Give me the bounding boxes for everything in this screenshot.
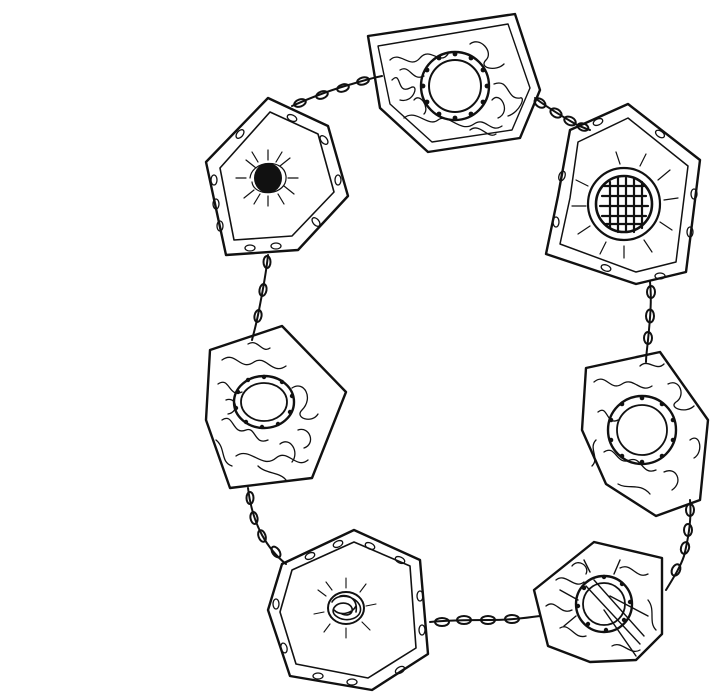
cell-wall-inner (378, 24, 530, 142)
chain-upperleft-top (292, 76, 382, 108)
chain-middleright-bottomright (666, 500, 694, 590)
nucleus-dense (236, 150, 298, 206)
cell-bottom-left (268, 530, 428, 690)
chain-middleleft-bottomleft (247, 488, 287, 564)
nucleus-ring-inner (617, 405, 667, 455)
spindle-lines (560, 560, 648, 656)
nucleus-ring-outer (608, 396, 676, 464)
chain-upperright-middleright (644, 282, 655, 362)
nucleus-grid (600, 178, 648, 232)
cell-middle-left (206, 326, 346, 488)
connector-chains (247, 76, 695, 626)
nucleus-ring-inner (429, 60, 481, 112)
cytoplasm-threads (216, 343, 318, 480)
cell-wall-outer (368, 14, 540, 152)
cell-top (368, 14, 540, 152)
cell-upper-right (546, 104, 700, 284)
chain-top-upperright (533, 96, 590, 132)
chain-upperleft-middleleft (252, 255, 271, 340)
nucleus-dense (314, 578, 376, 638)
cell-bottom-right (534, 542, 662, 662)
nucleus-ring-outer (588, 168, 660, 240)
cell-wall-outer (268, 530, 428, 690)
cell-upper-left (206, 98, 348, 255)
nucleus-ring-inner (241, 383, 287, 421)
cell-wall (582, 352, 708, 516)
cell-wall (534, 542, 662, 662)
cell-middle-right (582, 352, 708, 516)
nucleus-ring-outer (421, 52, 489, 120)
cell-wall-inner (280, 542, 416, 678)
chain-bottomleft-bottomright (430, 615, 540, 626)
